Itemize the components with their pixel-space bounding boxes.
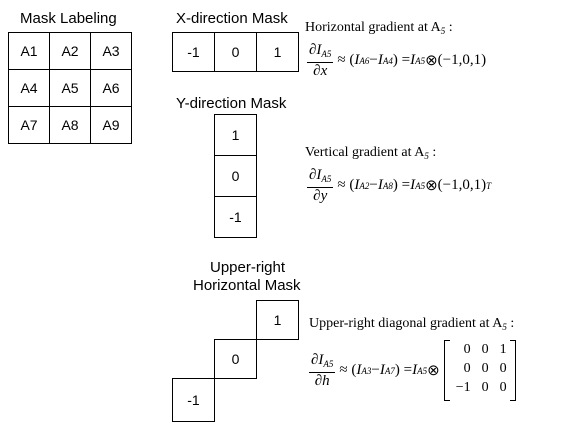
label-cell-a8: A8 (49, 106, 91, 144)
matrix-cell: 0 (481, 380, 489, 395)
matrix-left-bracket (443, 340, 450, 401)
ur-mask-cell-center: 0 (214, 339, 257, 379)
ur-mask-cell-top-right: 1 (256, 300, 299, 340)
label-cell-a1: A1 (8, 32, 50, 70)
diagonal-kernel-matrix: 0 0 1 0 0 0 −1 0 0 (443, 340, 516, 401)
ur-mask-title-line1: Upper-right (210, 259, 286, 276)
vertical-derivative: ∂IA5 ∂y (307, 167, 334, 204)
matrix-cell: 0 (481, 342, 489, 357)
y-mask-cell-middle: 0 (214, 155, 257, 197)
label-cell-a6: A6 (90, 69, 132, 107)
matrix-right-bracket (509, 340, 516, 401)
vertical-gradient-label: Vertical gradient at A5 : (305, 145, 437, 161)
horizontal-gradient-label: Horizontal gradient at A5 : (305, 20, 453, 36)
y-mask-cell-bottom: -1 (214, 196, 257, 238)
diagonal-gradient-label: Upper-right diagonal gradient at A5 : (309, 316, 515, 332)
mask-labeling-grid: A1 A2 A3 A4 A5 A6 A7 A8 A9 (8, 32, 132, 144)
y-mask-title: Y-direction Mask (176, 95, 287, 112)
matrix-cell: 0 (463, 342, 471, 357)
x-mask-cell-right: 1 (256, 32, 299, 72)
label-cell-a5: A5 (49, 69, 91, 107)
label-cell-a9: A9 (90, 106, 132, 144)
matrix-cell: 0 (481, 361, 489, 376)
horizontal-derivative: ∂IA5 ∂x (307, 42, 334, 79)
matrix-cell: 0 (463, 361, 471, 376)
matrix-cell: 1 (499, 342, 507, 357)
matrix-cell: 0 (499, 380, 507, 395)
x-mask-cell-left: -1 (172, 32, 215, 72)
y-mask-cell-top: 1 (214, 114, 257, 156)
x-mask-title: X-direction Mask (176, 10, 288, 27)
label-cell-a7: A7 (8, 106, 50, 144)
mask-labeling-title: Mask Labeling (20, 10, 117, 27)
ur-mask-cell-bottom-left: -1 (172, 378, 215, 422)
matrix-cell: −1 (455, 380, 471, 395)
ur-mask-title-line2: Horizontal Mask (193, 277, 301, 294)
diagonal-derivative: ∂IA5 ∂h (309, 352, 336, 389)
matrix-cell: 0 (499, 361, 507, 376)
label-cell-a4: A4 (8, 69, 50, 107)
label-cell-a3: A3 (90, 32, 132, 70)
x-mask-cell-center: 0 (214, 32, 257, 72)
label-cell-a2: A2 (49, 32, 91, 70)
